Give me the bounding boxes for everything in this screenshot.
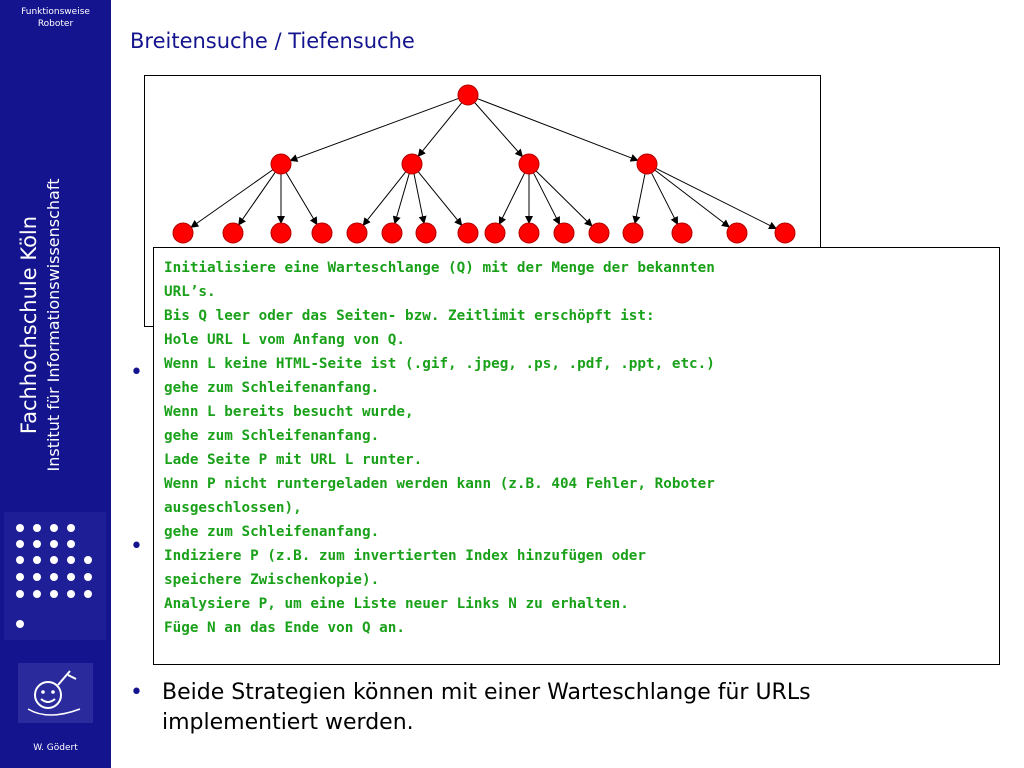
tree-node (774, 222, 796, 244)
sidebar-header-line2: Roboter (37, 19, 74, 29)
tree-edge (474, 102, 524, 158)
tree-node (518, 222, 540, 244)
code-line: Hole URL L vom Anfang von Q. (164, 332, 406, 348)
tree-node (457, 222, 479, 244)
institution-label: Fachhochschule Köln Institut für Informa… (15, 135, 85, 515)
institute-name: Institut für Informationswissenschaft (44, 178, 63, 472)
sidebar-header-line1: Funktionsweise (21, 7, 90, 17)
code-line: speichere Zwischenkopie). (164, 572, 380, 588)
tree-edge (285, 172, 318, 226)
tree-node (222, 222, 244, 244)
code-line: Bis Q leer oder das Seiten- bzw. Zeitlim… (164, 308, 655, 324)
institution-name: Fachhochschule Köln (17, 215, 41, 435)
tree-node (484, 222, 506, 244)
tree-edge (655, 168, 777, 229)
code-line: Initialisiere eine Warteschlange (Q) mit… (164, 260, 715, 276)
tree-node (270, 153, 292, 175)
tree-node (671, 222, 693, 244)
code-line: Indiziere P (z.B. zum invertierten Index… (164, 548, 647, 564)
algorithm-box: Initialisiere eine Warteschlange (Q) mit… (153, 247, 1000, 665)
tree-node (457, 84, 479, 106)
tree-edge (632, 173, 646, 225)
bullet-3-symbol: • (130, 680, 143, 705)
code-line: URL’s. (164, 284, 216, 300)
tree-edge (417, 102, 463, 158)
tree-edge (289, 97, 459, 162)
tree-node (381, 222, 403, 244)
code-line: Wenn L keine HTML-Seite ist (.gif, .jpeg… (164, 356, 715, 372)
dots-pattern-icon (4, 512, 106, 640)
tree-edge (533, 172, 560, 225)
author: W. Gödert (33, 743, 78, 753)
bullet-2: • (130, 534, 143, 559)
tree-node (270, 222, 292, 244)
tree-edge (651, 172, 678, 225)
sidebar: Funktionsweise Roboter Fachhochschule Kö… (0, 0, 111, 768)
tree-edge (362, 171, 407, 226)
algorithm-code: Initialisiere eine Warteschlange (Q) mit… (164, 256, 715, 640)
tree-edge (392, 173, 410, 225)
smiley-logo-icon (18, 663, 93, 723)
tree-node (311, 222, 333, 244)
code-line: Füge N an das Ende von Q an. (164, 620, 406, 636)
tree-node (588, 222, 610, 244)
code-line: Analysiere P, um eine Liste neuer Links … (164, 596, 629, 612)
tree-node (346, 222, 368, 244)
tree-edge (413, 173, 427, 225)
code-line: gehe zum Schleifenanfang. (164, 380, 380, 396)
code-line: Wenn L bereits besucht wurde, (164, 404, 414, 420)
tree-edge (477, 98, 639, 162)
sidebar-header: Funktionsweise Roboter (0, 6, 111, 30)
tree-node (415, 222, 437, 244)
code-line: gehe zum Schleifenanfang. (164, 428, 380, 444)
tree-nodes (172, 84, 796, 244)
tree-node (401, 153, 423, 175)
code-line: Wenn P nicht runtergeladen werden kann (… (164, 476, 715, 492)
code-line: Lade Seite P mit URL L runter. (164, 452, 423, 468)
tree-node (636, 153, 658, 175)
tree-edge (238, 171, 276, 226)
tree-graph (172, 84, 796, 244)
tree-edge (498, 172, 526, 225)
code-line: gehe zum Schleifenanfang. (164, 524, 380, 540)
tree-node (622, 222, 644, 244)
tree-node (726, 222, 748, 244)
tree-edges (190, 97, 777, 229)
tree-node (172, 222, 194, 244)
tree-node (518, 153, 540, 175)
bullet-1: • (130, 360, 143, 385)
slide-title: Breitensuche / Tiefensuche (130, 29, 415, 53)
tree-edge (190, 169, 274, 228)
tree-edge (654, 169, 730, 228)
bullet-3-text: Beide Strategien können mit einer Wartes… (162, 680, 811, 735)
tree-node (553, 222, 575, 244)
tree-edge (417, 171, 463, 227)
code-line: ausgeschlossen), (164, 500, 302, 516)
tree-edge (535, 170, 593, 227)
